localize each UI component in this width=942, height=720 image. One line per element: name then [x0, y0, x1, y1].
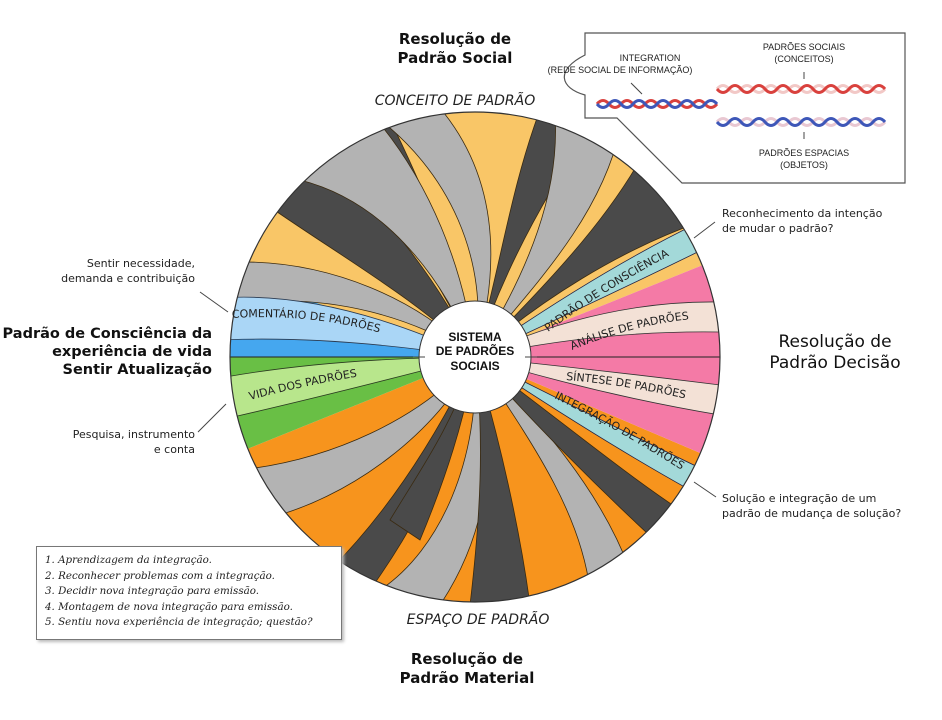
- center-line: SOCIAIS: [450, 358, 500, 373]
- heading-line: Padrão Social: [397, 48, 513, 67]
- heading-line: Sentir Atualização: [62, 362, 212, 379]
- band-analise: [474, 301, 720, 358]
- inset-line: (CONCEITOS): [774, 53, 834, 64]
- strand-integration: [595, 99, 719, 109]
- leader-line: [197, 403, 227, 433]
- inset-line: INTEGRATION: [619, 53, 681, 63]
- inset-label-espacias: PADRÕES ESPACIAS (OBJETOS): [744, 148, 864, 171]
- axis-label-espaco: ESPAÇO DE PADRÃO: [406, 612, 550, 628]
- leader-line: [693, 221, 716, 239]
- wheel-outline: [229, 111, 721, 603]
- note-solucao: Solução e integração de um padrão de mud…: [722, 492, 942, 522]
- heading-line: Resolução de: [410, 650, 524, 668]
- note-line: Sentir necessidade,: [86, 257, 195, 270]
- step-item: 3. Decidir nova integração para emissão.: [45, 585, 260, 598]
- note-line: Pesquisa, instrumento: [72, 428, 195, 441]
- note-line: Solução e integração de um: [722, 492, 877, 505]
- steps-list: 1. Aprendizagem da integração. 2. Reconh…: [36, 546, 342, 640]
- step-item: 5. Sentiu nova experiência de integração…: [45, 616, 313, 629]
- strand-espacias: [715, 117, 887, 127]
- note-sentir-necessidade: Sentir necessidade, demanda e contribuiç…: [20, 257, 195, 287]
- note-line: Reconhecimento da intenção: [722, 207, 883, 220]
- leader-line: [693, 481, 717, 498]
- heading-resolucao-social: Resolução de Padrão Social: [360, 30, 550, 68]
- note-pesquisa: Pesquisa, instrumento e conta: [20, 428, 195, 458]
- heading-line: Padrão de Consciência da: [2, 326, 212, 342]
- heading-line: Resolução de: [398, 30, 512, 48]
- inset-leader: [630, 82, 643, 95]
- center-line: SISTEMA: [448, 330, 502, 344]
- inset-label-integration: INTEGRATION (REDE SOCIAL DE INFORMAÇÃO): [535, 53, 705, 76]
- inset-label-sociais: PADRÕES SOCIAIS (CONCEITOS): [744, 42, 864, 65]
- note-line: e conta: [153, 442, 195, 456]
- leader-line: [199, 291, 229, 313]
- step-item: 2. Reconhecer problemas com a integração…: [45, 569, 275, 582]
- band-sintese: [474, 356, 720, 416]
- heading-resolucao-decisao: Resolução de Padrão Decisão: [740, 332, 930, 375]
- bottom-blade-dark: [389, 356, 476, 541]
- inset-line: PADRÕES ESPACIAS: [758, 148, 850, 158]
- heading-line: Resolução de: [778, 332, 892, 352]
- heading-line: Padrão Decisão: [769, 353, 901, 374]
- inset-callout-box: [563, 32, 906, 184]
- inset-line: (REDE SOCIAL DE INFORMAÇÃO): [547, 64, 693, 75]
- step-item: 1. Aprendizagem da integração.: [45, 554, 212, 566]
- top-blade-gray: [368, 112, 492, 358]
- note-line: padrão de mudança de solução?: [722, 506, 902, 520]
- inset-line: PADRÕES SOCIAIS: [762, 42, 846, 52]
- note-line: demanda e contribuição: [61, 271, 195, 285]
- inset-line: (OBJETOS): [780, 159, 828, 170]
- center-label: SISTEMA DE PADRÕES SOCIAIS: [420, 330, 530, 373]
- note-line: de mudar o padrão?: [722, 221, 834, 235]
- strand-sociais: [715, 84, 887, 94]
- heading-line: experiência de vida: [52, 344, 212, 361]
- bottom-blade-dark: [469, 356, 531, 602]
- axis-label-conceito: CONCEITO DE PADRÃO: [374, 93, 536, 109]
- heading-padrao-consciencia: Padrão de Consciência da experiência de …: [2, 325, 212, 379]
- heading-line: Padrão Material: [399, 668, 535, 687]
- heading-resolucao-material: Resolução de Padrão Material: [372, 650, 562, 688]
- note-reconhecimento: Reconhecimento da intenção de mudar o pa…: [722, 207, 932, 237]
- step-item: 4. Montagem de nova integração para emis…: [45, 600, 293, 613]
- center-line: DE PADRÕES: [435, 344, 515, 359]
